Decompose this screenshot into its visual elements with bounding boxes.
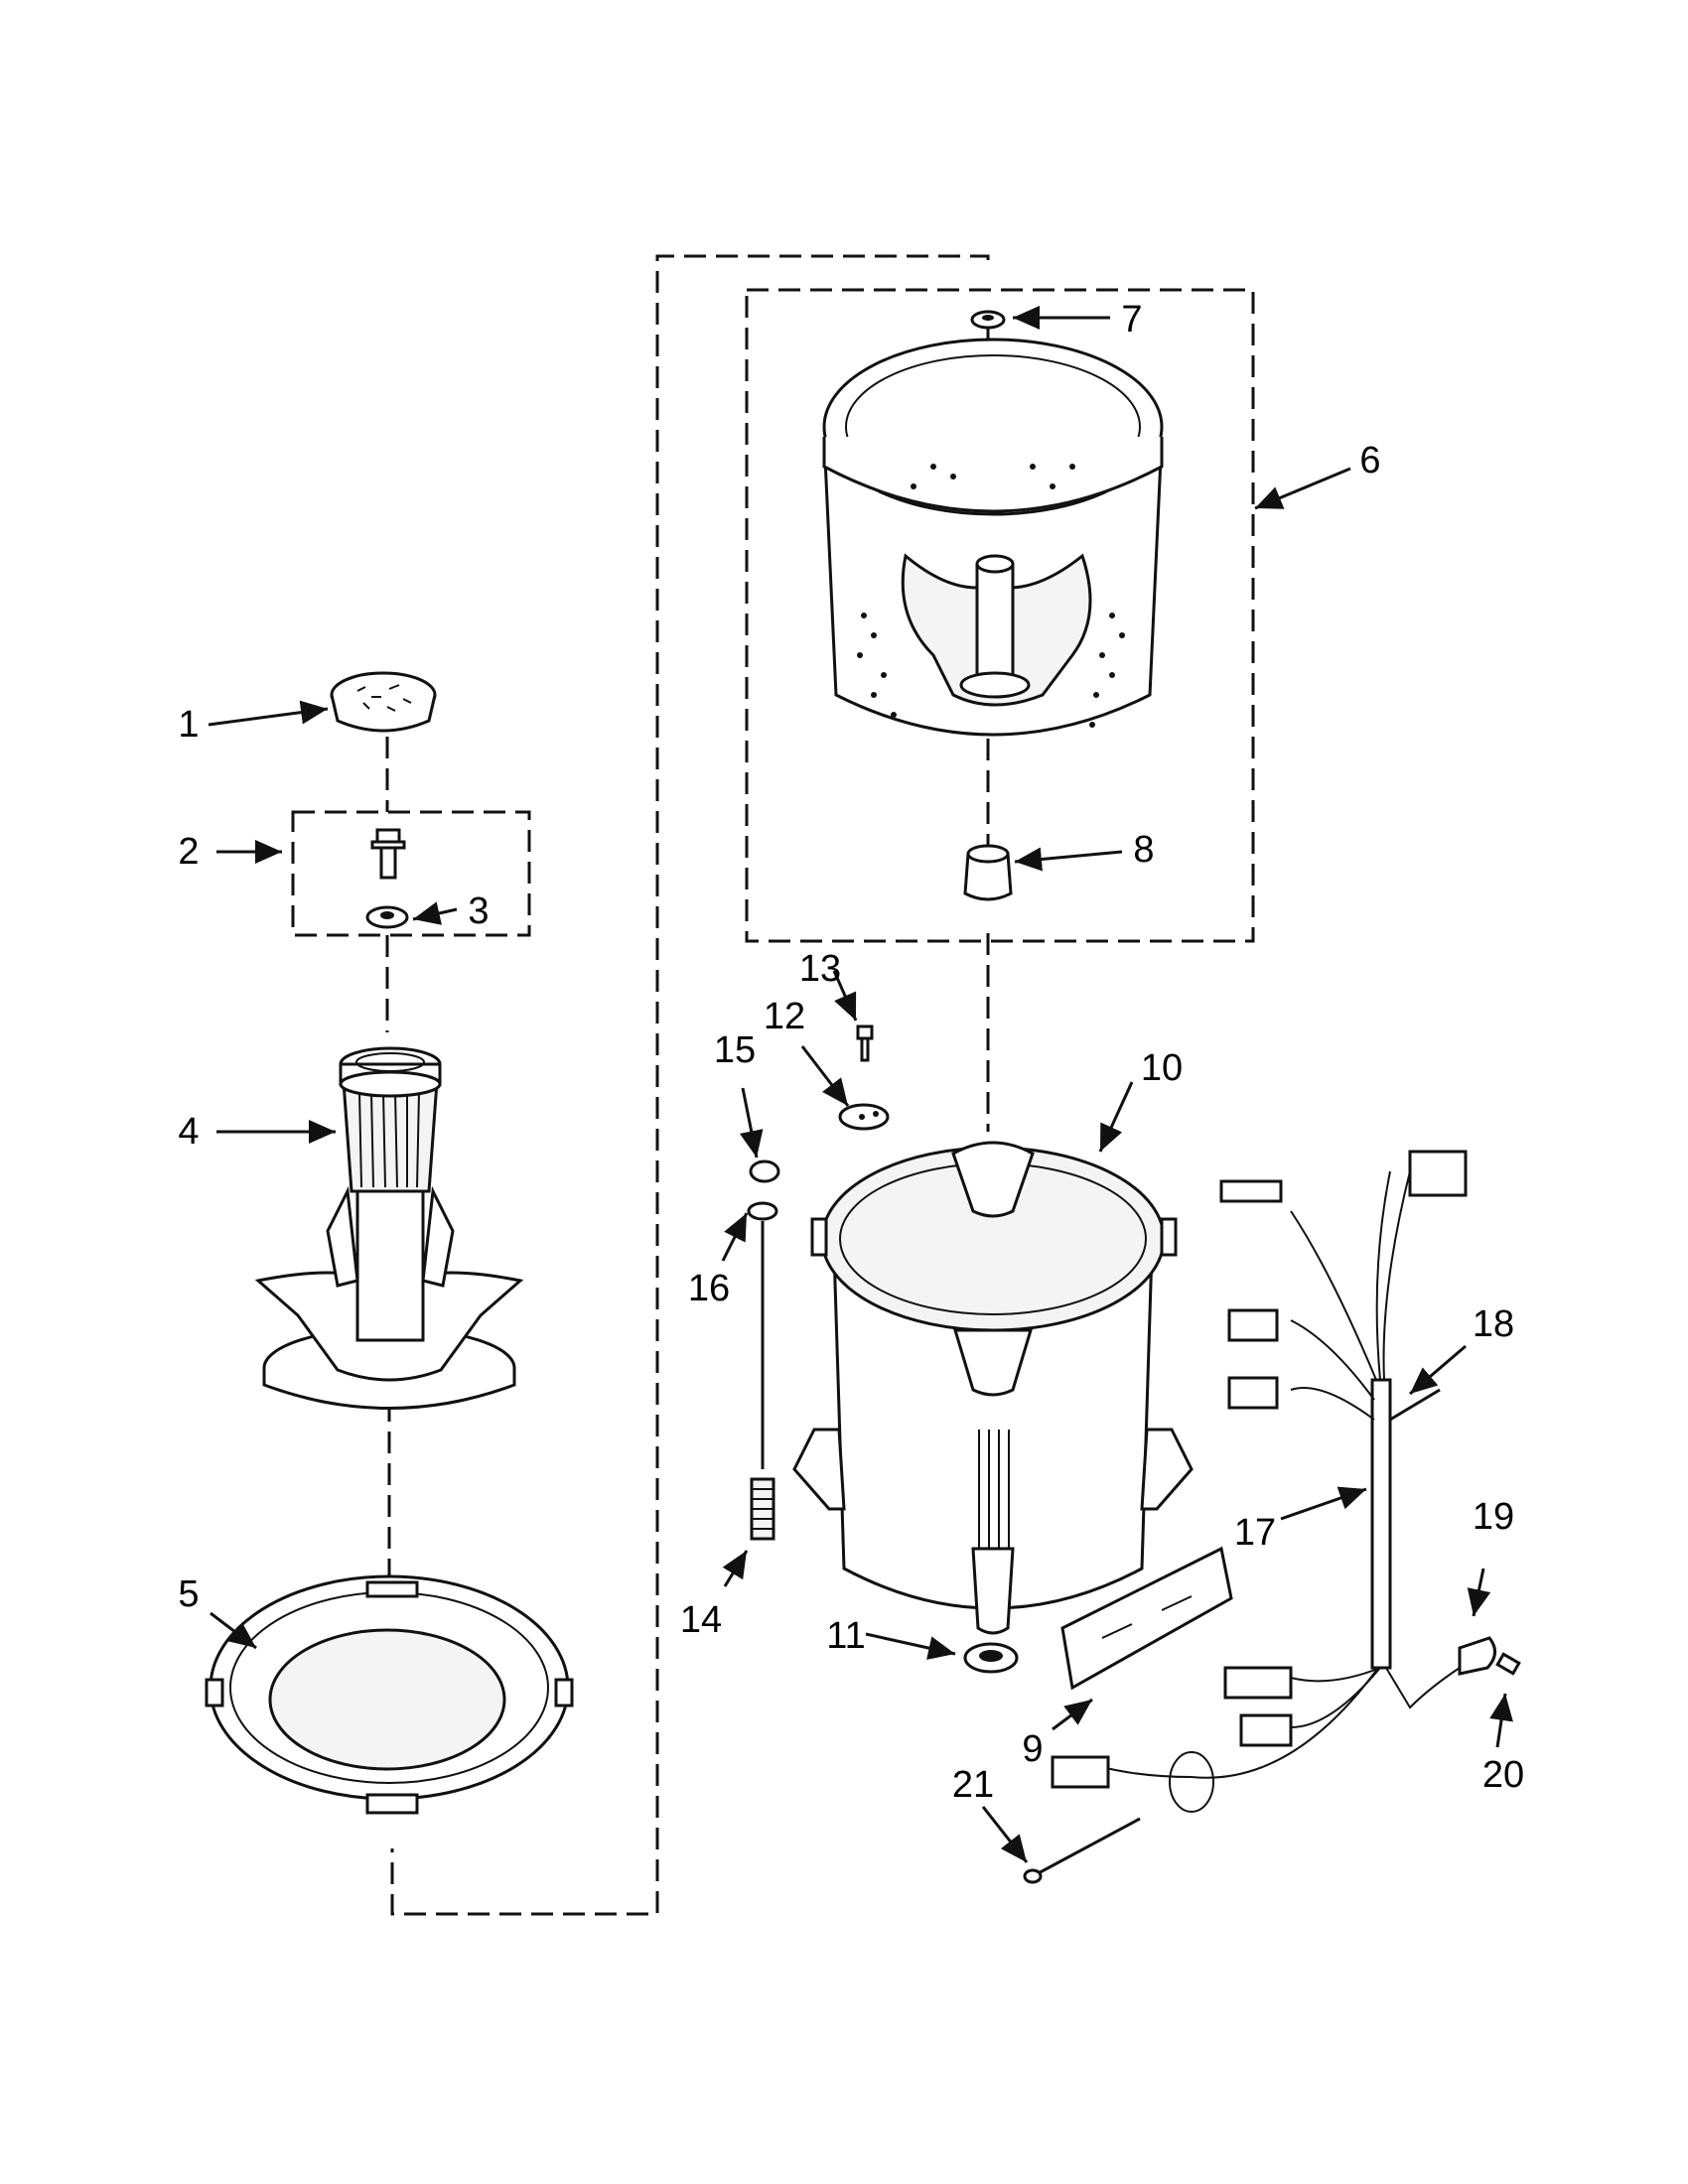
callout-3: 3 [468, 890, 489, 932]
callout-13: 13 [799, 948, 841, 990]
callout-7: 7 [1121, 299, 1142, 341]
wash-basket [822, 338, 1164, 737]
bolt-kit-box [291, 810, 531, 937]
tub-bracket [838, 1103, 890, 1131]
assembly-link-line [390, 254, 990, 1916]
agitator [254, 1046, 524, 1410]
basket-drive-hub [963, 844, 1013, 901]
outer-tub [792, 1141, 1194, 1635]
bracket-screw [856, 1024, 874, 1062]
callout-21: 21 [952, 1764, 994, 1806]
callout-19: 19 [1473, 1496, 1514, 1538]
tub-seal [963, 1642, 1019, 1674]
callout-20: 20 [1482, 1754, 1524, 1796]
callout-8: 8 [1133, 829, 1154, 871]
wiring-label [1060, 1546, 1233, 1691]
bolt-washer [365, 905, 409, 929]
wire-harness [1023, 1150, 1521, 1884]
callout-6: 6 [1359, 440, 1380, 481]
leader-arrows [208, 306, 1513, 1863]
callout-15: 15 [714, 1029, 756, 1071]
basket-nut [970, 310, 1006, 330]
tub-ring [205, 1574, 574, 1815]
basket-assembly-box [745, 288, 1255, 943]
callout-2: 2 [178, 831, 199, 873]
callout-10: 10 [1141, 1047, 1183, 1089]
callout-1: 1 [178, 704, 199, 746]
callout-5: 5 [178, 1573, 199, 1615]
agitator-bolt [370, 828, 406, 880]
agitator-cap [330, 671, 437, 733]
callouts: 1 2 3 4 5 6 7 8 9 10 11 12 13 14 15 16 1… [178, 299, 1524, 1806]
callout-18: 18 [1473, 1303, 1514, 1345]
callout-9: 9 [1022, 1728, 1043, 1770]
suspension-rod [747, 1160, 780, 1541]
callout-16: 16 [688, 1268, 730, 1309]
callout-14: 14 [680, 1599, 722, 1641]
callout-17: 17 [1234, 1512, 1276, 1554]
callout-11: 11 [826, 1615, 865, 1657]
callout-4: 4 [178, 1111, 199, 1153]
callout-12: 12 [764, 996, 805, 1037]
